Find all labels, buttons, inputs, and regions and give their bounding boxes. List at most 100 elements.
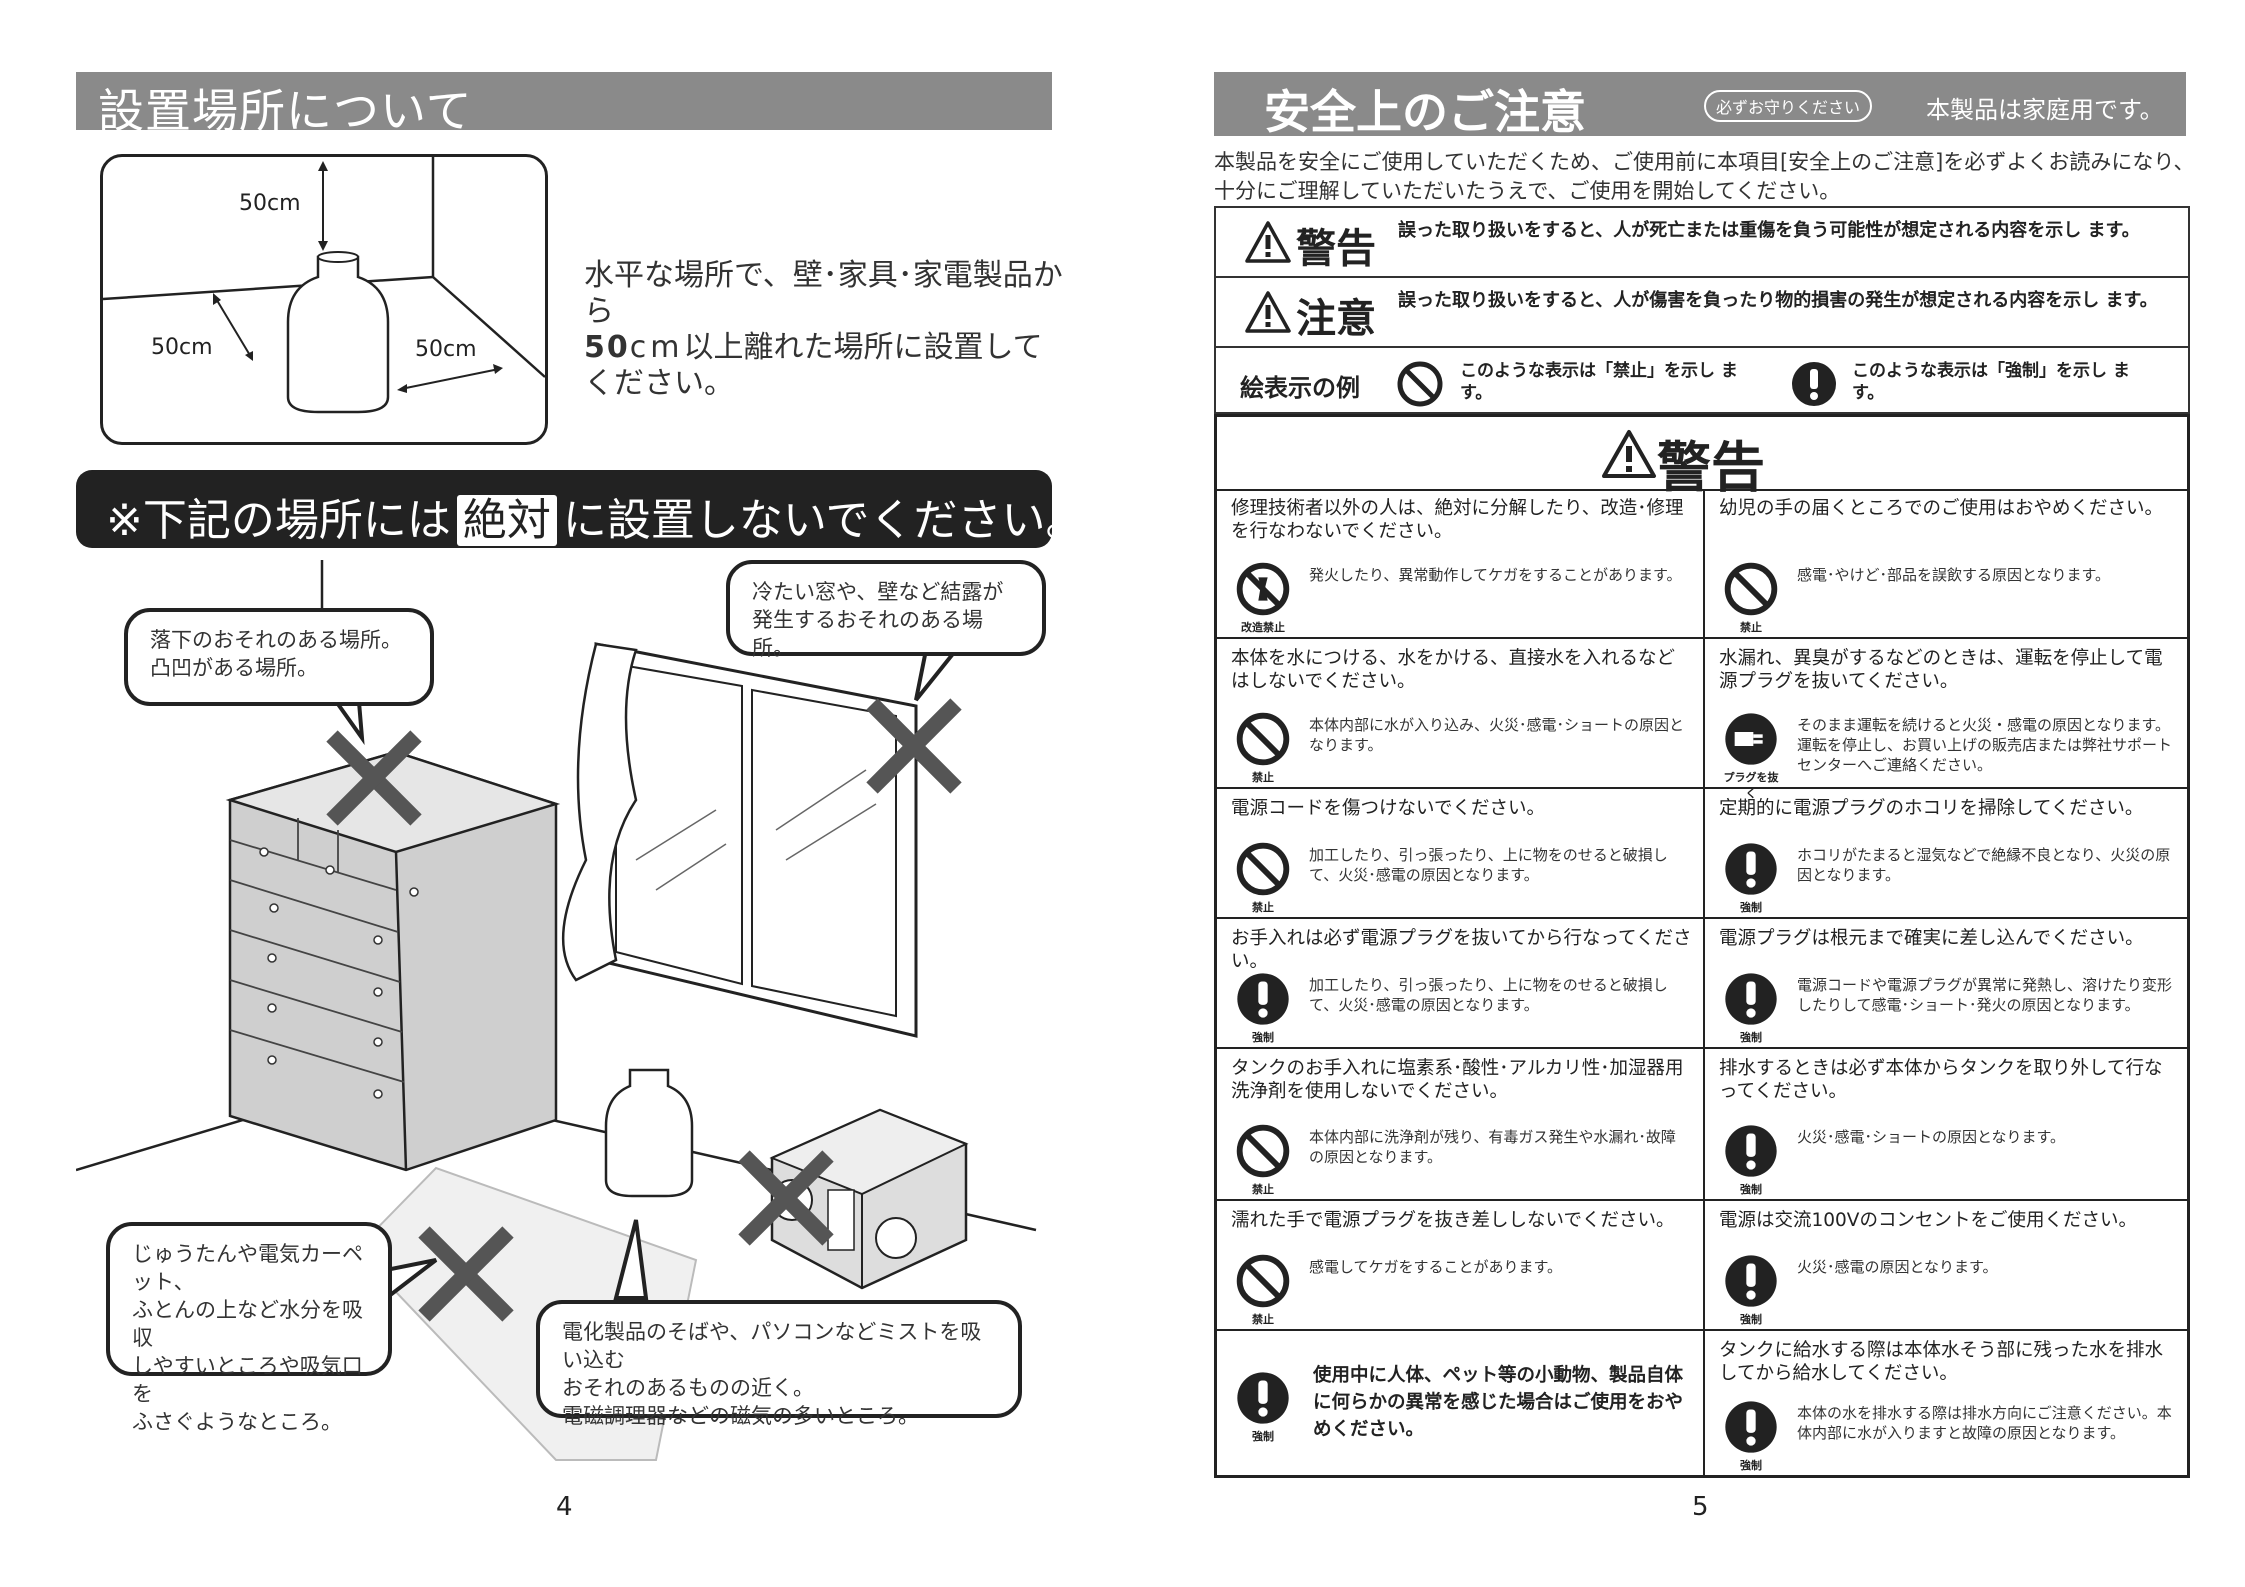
bubble-electronics: 電化製品のそばや、パソコンなどミストを吸い込む おそれのあるものの近く。 電磁調… (536, 1300, 1022, 1428)
warning-heading: 電源プラグは根元まで確実に差し込んでください。 (1719, 928, 2144, 949)
bubble-line: 凸凹がある場所。 (150, 656, 318, 680)
clearance-unit: cm (629, 330, 684, 365)
warning-cell: 本体を水につける、水をかける、直接水を入れるなどはしないでください。本体内部に水… (1217, 639, 1703, 789)
safety-intro-line: 本製品を安全にご使用していただくため、ご使用前に本項目[安全上のご注意]を必ずよ… (1214, 150, 2195, 174)
icon-label: 強制 (1740, 1313, 1762, 1326)
warning-heading: 電源コードを傷つけないでください。 (1231, 798, 1545, 819)
warning-heading: 電源は交流100Vのコンセントをご使用ください。 (1719, 1210, 2137, 1231)
intro-line-3: ください。 (584, 366, 734, 401)
bubble-line: 電磁調理器などの磁気の多いところ。 (562, 1404, 919, 1428)
banner-before: ※下記の場所には (106, 495, 451, 546)
bubble-line: しやすいところや吸気口を (132, 1354, 363, 1406)
caution-triangle-icon (1245, 291, 1291, 333)
clearance-value: 50 (584, 330, 630, 365)
icon-label: 強制 (1252, 1430, 1274, 1443)
bubble-line: おそれのあるものの近く。 (562, 1376, 814, 1400)
warning-heading: 幼児の手の届くところでのご使用はおやめください。 (1719, 498, 2164, 519)
warning-heading: 本体を水につける、水をかける、直接水を入れるなどはしないでください。 (1231, 648, 1676, 692)
mandatory-icon (1723, 1253, 1779, 1309)
icon-label: 強制 (1740, 1459, 1762, 1472)
prohibit-icon (1235, 711, 1291, 767)
warning-heading: タンクのお手入れに塩素系･酸性･アルカリ性･加湿器用洗浄剤を使用しないでください… (1231, 1058, 1684, 1102)
prohibit-icon (1235, 841, 1291, 897)
warning-table-title: 警告 (1657, 436, 1765, 499)
clearance-diagram: 50cm 50cm 50cm (100, 154, 548, 445)
icon-label: 強制 (1740, 1031, 1762, 1044)
bubble-line: 落下のおそれのある場所。 (150, 628, 402, 652)
warning-heading: 濡れた手で電源プラグを抜き差ししないでください。 (1231, 1210, 1675, 1231)
mandatory-icon (1723, 841, 1779, 897)
bubble-line: ふさぐようなところ。 (132, 1410, 342, 1434)
icon-label: 強制 (1740, 901, 1762, 914)
bubble-line: 電化製品のそばや、パソコンなどミストを吸い込む (562, 1320, 982, 1372)
warning-cell: 電源プラグは根元まで確実に差し込んでください。電源コードや電源プラグが異常に発熱… (1705, 919, 2187, 1049)
table-divider (1703, 489, 1705, 1477)
warning-detail: 電源コードや電源プラグが異常に発熱し、溶けたり変形したりして感電･ショート･発火… (1797, 976, 2173, 1014)
warning-triangle-icon (1602, 430, 1656, 478)
section-title: 設置場所について (98, 84, 473, 138)
mandatory-icon (1723, 1399, 1779, 1455)
mandatory-icon (1792, 362, 1836, 406)
warning-cell: 修理技術者以外の人は、絶対に分解したり、改造･修理を行なわないでください。発火し… (1217, 489, 1703, 639)
bubble-carpet: じゅうたんや電気カーペット、 ふとんの上など水分を吸収 しやすいところや吸気口を… (106, 1222, 392, 1434)
bubble-line: 発生するおそれのある場所。 (752, 608, 983, 660)
clearance-illustration (103, 157, 545, 414)
banner-after: に設置しないでください。 (562, 495, 1090, 546)
safety-title: 安全上のご注意 (1264, 85, 1586, 139)
legend-warning-row: 警告 誤った取り扱いをすると、人が死亡または重傷を負う可能性が想定される内容を示… (1216, 208, 2188, 278)
bubble-line: ふとんの上など水分を吸収 (132, 1298, 363, 1350)
prohibited-locations-banner: ※下記の場所には絶対に設置しないでください。 (76, 470, 1090, 548)
warning-heading: タンクに給水する際は本体水そう部に残った水を排水してから給水してください。 (1719, 1340, 2164, 1384)
clearance-left-label: 50cm (151, 335, 213, 360)
warning-detail: ホコリがたまると湿気などで絶縁不良となり、火災の原因となります。 (1797, 846, 2171, 884)
warning-cell: タンクのお手入れに塩素系･酸性･アルカリ性･加湿器用洗浄剤を使用しないでください… (1217, 1049, 1703, 1201)
legend-example-title: 絵表示の例 (1240, 374, 1360, 402)
warning-cell: 濡れた手で電源プラグを抜き差ししないでください。感電してケガをすることがあります… (1217, 1201, 1703, 1331)
warning-cell: 排水するときは必ず本体からタンクを取り外して行なってください。火災･感電･ショー… (1705, 1049, 2187, 1201)
safety-intro: 本製品を安全にご使用していただくため、ご使用前に本項目[安全上のご注意]を必ずよ… (1214, 148, 2204, 206)
room-illustration (76, 560, 1037, 1461)
section-header-installation: 設置場所について (76, 72, 1052, 138)
must-observe-badge: 必ずお守りください (1704, 90, 1873, 122)
x-marks (326, 698, 962, 1322)
legend-caution-title: 注意 (1296, 296, 1376, 342)
warning-table-header: 警告 (1217, 417, 2187, 499)
warning-heading: お手入れは必ず電源プラグを抜いてから行なってください。 (1231, 928, 1692, 972)
warning-cell: 水漏れ、異臭がするなどのときは、運転を停止して電源プラグを抜いてください。そのま… (1705, 639, 2187, 800)
no-disassembly-icon (1235, 561, 1291, 617)
warning-detail: 発火したり、異常動作してケガをすることがあります。 (1309, 566, 1682, 584)
icon-label: 強制 (1740, 1183, 1762, 1196)
mandatory-icon (1723, 971, 1779, 1027)
legend-warning-title: 警告 (1296, 226, 1376, 272)
section-header-safety: 安全上のご注意 必ずお守りください 本製品は家庭用です。 (1214, 72, 2186, 139)
intro-line-2-rest: 以上離れた場所に設置して (683, 330, 1043, 365)
page-number-left: 4 (556, 1492, 573, 1522)
warning-detail: 感電してケガをすることがあります。 (1309, 1258, 1563, 1276)
warning-detail: そのまま運転を続けると火災・感電の原因となります。運転を停止し、お買い上げの販売… (1797, 716, 2173, 774)
warning-table: 警告 修理技術者以外の人は、絶対に分解したり、改造･修理を行なわないでください。… (1214, 414, 2190, 1478)
legend-warning-desc: 誤った取り扱いをすると、人が死亡または重傷を負う可能性が想定される内容を示し ま… (1398, 220, 2140, 241)
unplug-icon (1723, 711, 1779, 767)
mandatory-icon (1723, 1123, 1779, 1179)
icon-label: 禁止 (1252, 1183, 1274, 1196)
clearance-right-label: 50cm (415, 337, 477, 362)
prohibit-icon (1235, 1253, 1291, 1309)
warning-cell: 定期的に電源プラグのホコリを掃除してください。ホコリがたまると湿気などで絶縁不良… (1705, 789, 2187, 919)
warning-cell: お手入れは必ず電源プラグを抜いてから行なってください。加工したり、引っ張ったり、… (1217, 919, 1703, 1049)
icon-label: 禁止 (1740, 621, 1762, 634)
warning-cell: 使用中に人体、ペット等の小動物、製品自体に何らかの異常を感じた場合はご使用をおや… (1217, 1331, 1703, 1477)
intro-line-2: 50cm以上離れた場所に設置して (584, 330, 1064, 366)
legend-example-row: 絵表示の例 このような表示は「禁止」を示し ます。 このような表示は「強制」を示… (1216, 348, 2188, 416)
mandatory-icon (1235, 971, 1291, 1027)
warning-detail: 火災･感電の原因となります。 (1797, 1258, 1998, 1276)
legend-caution-row: 注意 誤った取り扱いをすると、人が傷害を負ったり物的損害の発生が想定される内容を… (1216, 278, 2188, 348)
banner-text: ※下記の場所には絶対に設置しないでください。 (106, 484, 1090, 548)
warning-detail: 本体内部に洗浄剤が残り、有毒ガス発生や水漏れ･故障の原因となります。 (1309, 1128, 1676, 1166)
warning-detail: 火災･感電･ショートの原因となります。 (1797, 1128, 2066, 1146)
bubble-line: 冷たい窓や、壁など結露が (752, 580, 1004, 604)
bubble-line: じゅうたんや電気カーペット、 (132, 1242, 363, 1294)
page-number-right: 5 (1692, 1492, 1709, 1522)
warning-heading: 修理技術者以外の人は、絶対に分解したり、改造･修理を行なわないでください。 (1231, 498, 1684, 542)
icon-label: 禁止 (1252, 1313, 1274, 1326)
warning-detail: 加工したり、引っ張ったり、上に物をのせると破損して、火災･感電の原因となります。 (1309, 846, 1668, 884)
